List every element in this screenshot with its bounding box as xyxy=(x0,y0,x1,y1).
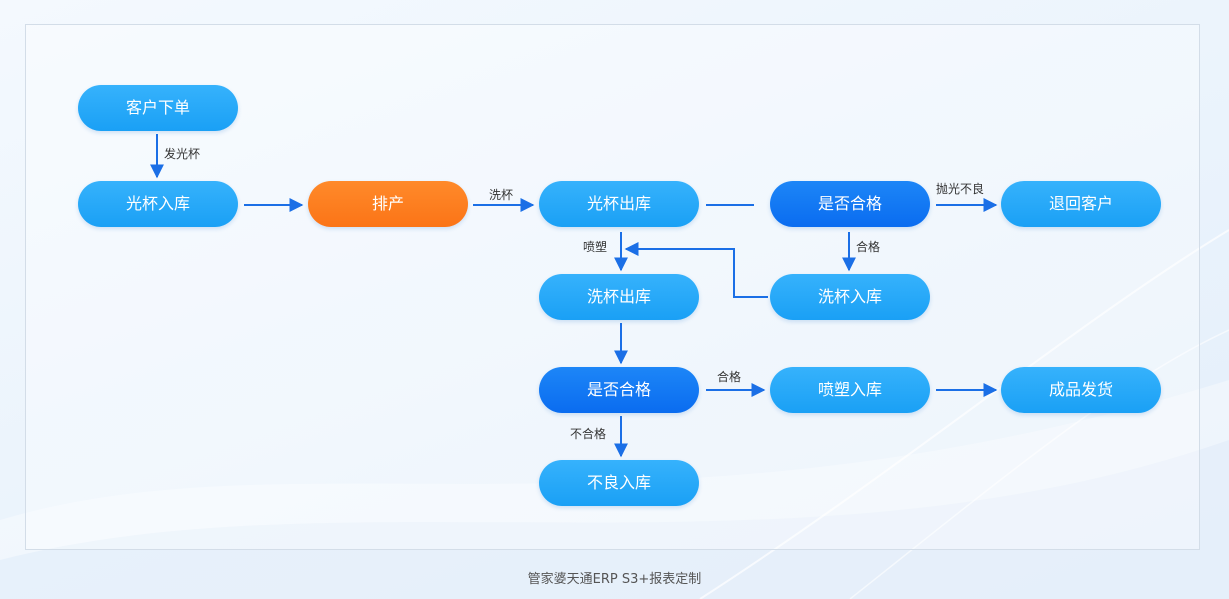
node-qc-check-1: 是否合格 xyxy=(770,181,930,227)
edge-label-issue-cups: 发光杯 xyxy=(164,147,201,161)
node-qc-check-2: 是否合格 xyxy=(539,367,699,413)
node-spray-in: 喷塑入库 xyxy=(770,367,930,413)
footer-caption: 管家婆天通ERP S3+报表定制 xyxy=(527,572,702,587)
node-ship-product: 成品发货 xyxy=(1001,367,1161,413)
edge-label-polish-defect: 抛光不良 xyxy=(936,182,985,196)
node-washed-cup-out: 洗杯出库 xyxy=(539,274,699,320)
edge-label-wash: 洗杯 xyxy=(489,188,514,202)
edge-label-spray: 喷塑 xyxy=(583,240,608,254)
node-return-customer: 退回客户 xyxy=(1001,181,1161,227)
node-schedule: 排产 xyxy=(308,181,468,227)
edge-label-qc1-pass: 合格 xyxy=(856,240,881,254)
node-defect-in: 不良入库 xyxy=(539,460,699,506)
edge-washed-in-to-washed-out xyxy=(624,242,768,298)
node-washed-cup-in: 洗杯入库 xyxy=(770,274,930,320)
node-customer-order: 客户下单 xyxy=(78,85,238,131)
edge-label-qc2-fail: 不合格 xyxy=(570,427,607,441)
edge-label-qc2-pass: 合格 xyxy=(717,370,742,384)
node-raw-cup-in: 光杯入库 xyxy=(78,181,238,227)
node-raw-cup-out: 光杯出库 xyxy=(539,181,699,227)
